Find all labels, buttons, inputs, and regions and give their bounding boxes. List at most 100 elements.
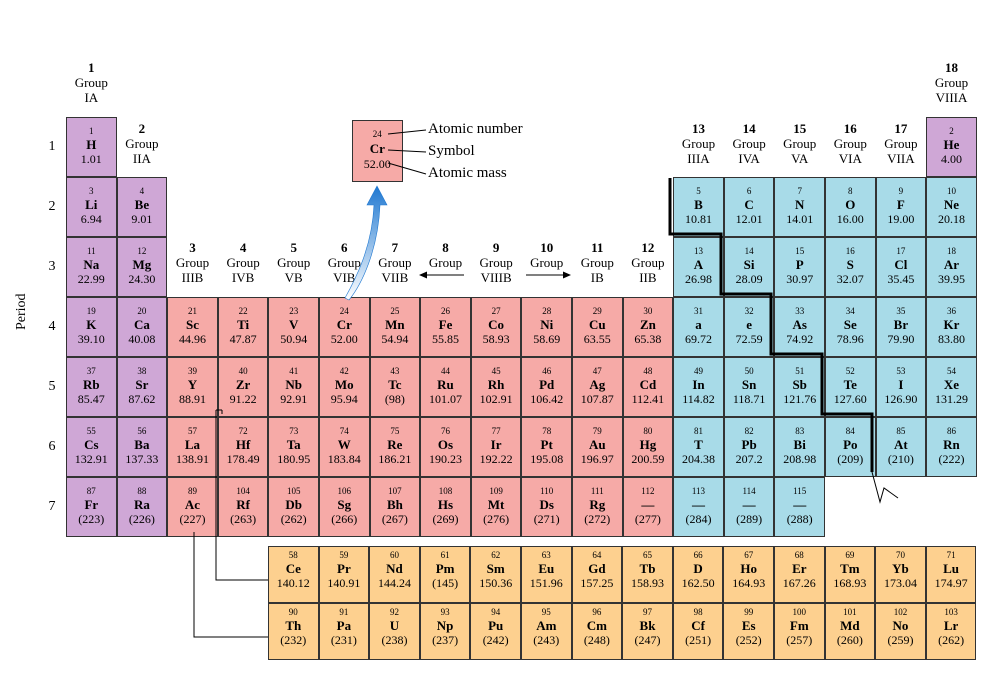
element-number: 24 — [339, 306, 349, 316]
group-label: IIB — [639, 270, 657, 285]
element-mass: 78.96 — [836, 332, 864, 346]
element-mass: 95.94 — [330, 392, 358, 406]
element-symbol: As — [792, 317, 807, 332]
element-symbol: Cs — [84, 437, 99, 452]
element-symbol: D — [693, 561, 703, 576]
element-number: 110 — [540, 486, 554, 496]
element-mass: 83.80 — [937, 332, 965, 346]
element-number: 78 — [542, 426, 552, 436]
element-symbol: Mt — [487, 497, 505, 512]
group-label: Group — [934, 75, 969, 90]
group-label: Group — [277, 255, 311, 270]
element-number: 36 — [946, 306, 956, 316]
element-mass: 30.97 — [786, 272, 814, 286]
group-label: Group — [884, 136, 918, 151]
element-mass: 164.93 — [732, 576, 766, 590]
element-mass: 92.91 — [280, 392, 308, 406]
element-symbol: Fm — [789, 618, 809, 633]
element-number: 58 — [288, 550, 298, 560]
element-symbol: F — [896, 197, 905, 212]
element-mass: (242) — [482, 633, 509, 647]
group-label: IIIB — [181, 270, 204, 285]
group-label: IB — [590, 270, 604, 285]
element-number: 111 — [590, 486, 604, 496]
element-number: 33 — [795, 306, 805, 316]
element-symbol: Pm — [435, 561, 455, 576]
element-number: 73 — [289, 426, 299, 436]
element-mass: 14.01 — [786, 212, 814, 226]
element-number: 25 — [390, 306, 400, 316]
element-mass: (277) — [634, 512, 661, 526]
element-number: 101 — [843, 607, 857, 617]
group-label: VIIB — [381, 270, 409, 285]
group-label: VB — [284, 270, 303, 285]
element-number: 52 — [845, 366, 855, 376]
element-symbol: Lu — [943, 561, 960, 576]
element-mass: 183.84 — [327, 452, 361, 466]
element-number: 35 — [896, 306, 906, 316]
element-mass: 192.22 — [479, 452, 513, 466]
element-mass: 4.00 — [940, 152, 962, 166]
group-label: Group — [125, 136, 159, 151]
element-symbol: I — [898, 377, 904, 392]
element-mass: 168.93 — [833, 576, 867, 590]
element-number: 104 — [236, 486, 250, 496]
element-number: 60 — [389, 550, 399, 560]
period-label: 3 — [48, 259, 56, 274]
group-label: VIB — [333, 270, 356, 285]
element-symbol: Cr — [336, 317, 352, 332]
group-number: 13 — [692, 121, 705, 136]
element-mass: (145) — [432, 576, 459, 590]
group-label: Group — [681, 136, 716, 151]
element-number: 28 — [542, 306, 552, 316]
group-number: 4 — [239, 240, 247, 255]
element-mass: (232) — [280, 633, 307, 647]
element-number: 30 — [643, 306, 653, 316]
element-symbol: Tm — [840, 561, 860, 576]
period-label: 6 — [48, 439, 56, 454]
group-label: VIA — [838, 151, 862, 166]
element-symbol: H — [86, 137, 97, 152]
element-mass: 151.96 — [529, 576, 563, 590]
element-mass: 158.93 — [630, 576, 664, 590]
key-symbol: Cr — [369, 141, 385, 156]
element-mass: 6.94 — [80, 212, 102, 226]
element-symbol: Zn — [639, 317, 656, 332]
element-symbol: Ca — [133, 317, 150, 332]
element-symbol: Br — [893, 317, 909, 332]
element-mass: 58.69 — [533, 332, 561, 346]
element-mass: 157.25 — [580, 576, 614, 590]
element-symbol: Au — [588, 437, 606, 452]
element-mass: 208.98 — [783, 452, 817, 466]
